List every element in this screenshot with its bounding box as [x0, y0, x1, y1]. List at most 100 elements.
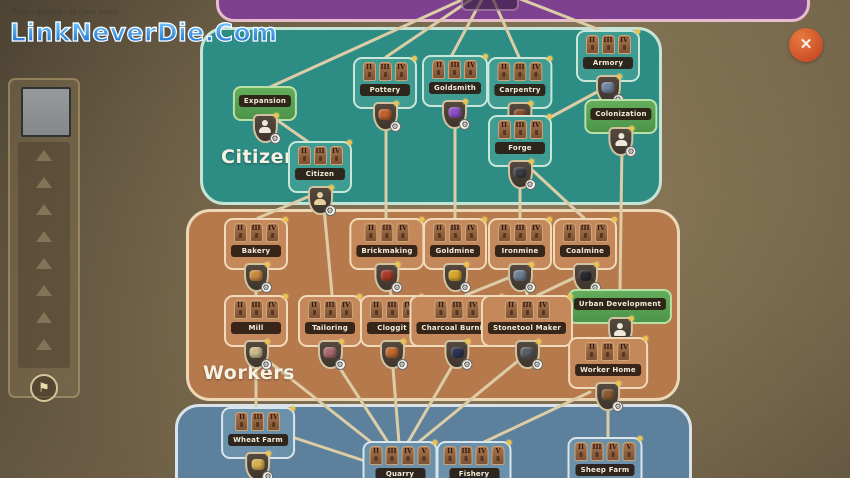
tier-tab-IV[interactable]: IV [475, 446, 489, 465]
tier-tab-V[interactable]: V [417, 446, 431, 465]
flag-badge-icon[interactable]: ⚑ [30, 374, 58, 402]
tier-tab-II[interactable]: II [434, 300, 448, 319]
tier-tab-III[interactable]: III [378, 62, 392, 81]
tier-tab-III[interactable]: III [513, 62, 527, 81]
tier-tab-IV[interactable]: IV [401, 446, 415, 465]
tier-tab-II[interactable]: II [497, 62, 511, 81]
tier-tab-V[interactable]: V [491, 446, 505, 465]
node-expansion[interactable]: Expansion⚙ [232, 86, 298, 144]
tier-tab-III[interactable]: III [578, 223, 592, 242]
tier-tab-III[interactable]: III [385, 300, 399, 319]
tier-tab-III[interactable]: III [513, 120, 527, 139]
tier-tab-IV[interactable]: IV [594, 223, 608, 242]
tier-numeral: II [238, 413, 246, 421]
tier-tab-III[interactable]: III [459, 446, 473, 465]
tier-tab-III[interactable]: III [513, 223, 527, 242]
tier-tab-IV[interactable]: IV [529, 62, 543, 81]
tier-numeral: IV [531, 63, 541, 71]
tier-tab-IV[interactable]: IV [529, 223, 543, 242]
tier-tab-II[interactable]: II [574, 442, 588, 461]
tier-tab-III[interactable]: III [590, 442, 604, 461]
tier-tab-II[interactable]: II [362, 62, 376, 81]
sparkle-icon [463, 262, 469, 267]
tier-tab-III[interactable]: III [251, 412, 265, 431]
tier-tab-IV[interactable]: IV [394, 62, 408, 81]
tier-tab-II[interactable]: II [585, 342, 599, 361]
tier-tab-III[interactable]: III [385, 446, 399, 465]
tier-tab-II[interactable]: II [307, 300, 321, 319]
tier-tab-II[interactable]: II [585, 35, 599, 54]
tier-tab-II[interactable]: II [504, 300, 518, 319]
tier-tab-IV[interactable]: IV [339, 300, 353, 319]
tier-tab-II[interactable]: II [562, 223, 576, 242]
node-shield: ⚙ [572, 262, 601, 293]
tier-tab-IV[interactable]: IV [464, 60, 478, 79]
tier-tab-III[interactable]: III [249, 223, 263, 242]
tier-tab-III[interactable]: III [380, 223, 394, 242]
node-colonization[interactable]: Colonization⚙ [584, 99, 658, 157]
tier-tab-III[interactable]: III [323, 300, 337, 319]
node-label: Stonetool Maker [487, 322, 567, 334]
tier-tab-IV[interactable]: IV [267, 412, 281, 431]
tier-tab-II[interactable]: II [369, 446, 383, 465]
tier-tab-IV[interactable]: IV [466, 300, 480, 319]
node-label: Charcoal Burning [416, 322, 498, 334]
tier-tab-IV[interactable]: IV [396, 223, 410, 242]
tier-numeral: III [452, 301, 462, 309]
close-button[interactable]: ✕ [789, 28, 823, 62]
tier-tab-IV[interactable]: IV [529, 120, 543, 139]
tier-tab-IV[interactable]: IV [617, 342, 631, 361]
tier-tab-IV[interactable]: IV [329, 146, 343, 165]
tier-tab-IV[interactable]: IV [536, 300, 550, 319]
royal-hub-node[interactable] [461, 0, 519, 11]
tier-tab-II[interactable]: II [432, 60, 446, 79]
tier-tab-IV[interactable]: IV [606, 442, 620, 461]
tier-tab-II[interactable]: II [432, 223, 446, 242]
tier-tab-II[interactable]: II [443, 446, 457, 465]
tier-tab-II[interactable]: II [497, 223, 511, 242]
tier-tab-IV[interactable]: IV [265, 300, 279, 319]
tier-tab-IV[interactable]: IV [265, 223, 279, 242]
tier-tab-III[interactable]: III [601, 35, 615, 54]
tier-tab-II[interactable]: II [233, 223, 247, 242]
tier-tab-III[interactable]: III [448, 60, 462, 79]
tier-numeral: IV [531, 121, 541, 129]
tier-tab-III[interactable]: III [249, 300, 263, 319]
tier-tab-III[interactable]: III [313, 146, 327, 165]
tier-tab-III[interactable]: III [450, 300, 464, 319]
tier-tab-II[interactable]: II [297, 146, 311, 165]
tier-tab-V[interactable]: V [622, 442, 636, 461]
tier-tab-III[interactable]: III [601, 342, 615, 361]
tier-tab-III[interactable]: III [448, 223, 462, 242]
node-shield: ⚙ [243, 339, 272, 370]
node-urban-development[interactable]: Urban Development⚙ [567, 289, 673, 347]
tier-tab-II[interactable]: II [235, 412, 249, 431]
tier-tab-II[interactable]: II [233, 300, 247, 319]
tier-tab-II[interactable]: II [364, 223, 378, 242]
tier-tab-II[interactable]: II [369, 300, 383, 319]
tier-tab-IV[interactable]: IV [617, 35, 631, 54]
tier-tab-III[interactable]: III [520, 300, 534, 319]
tier-tab-II[interactable]: II [497, 120, 511, 139]
tier-tab-IV[interactable]: IV [464, 223, 478, 242]
